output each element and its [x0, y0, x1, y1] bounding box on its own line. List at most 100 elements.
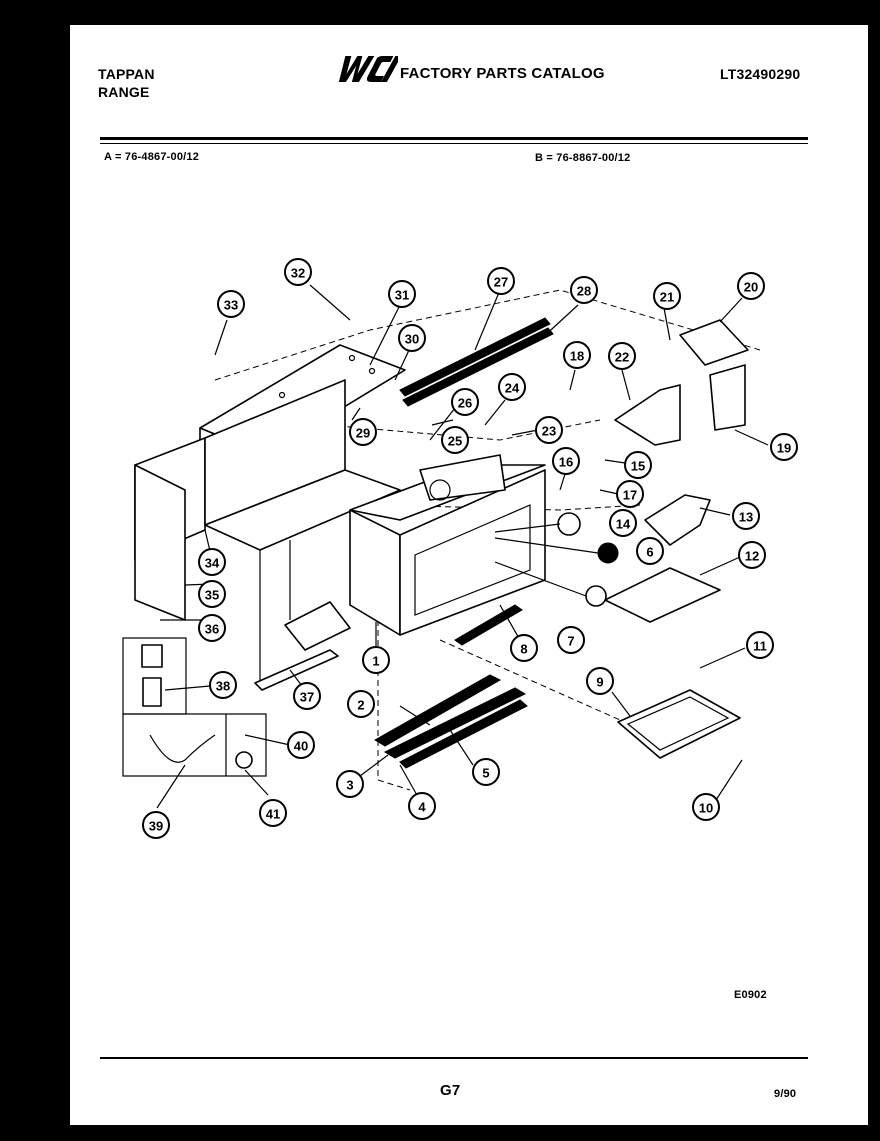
- callout-label: 3: [346, 778, 353, 793]
- callout-label: 21: [660, 290, 674, 305]
- callout-2: 2: [347, 690, 375, 718]
- exploded-parts-diagram: 1234567891011121314151617181920212223242…: [122, 258, 798, 839]
- callout-circle: [259, 799, 287, 827]
- callout-label: 19: [777, 441, 791, 456]
- callout-label: 14: [616, 517, 631, 532]
- callout-20: 20: [737, 272, 765, 300]
- callout-32: 32: [284, 258, 312, 286]
- part-oven-cavity: [349, 454, 546, 636]
- brand-name: TAPPAN: [98, 66, 155, 82]
- part-top-rails: [399, 317, 554, 407]
- page-number: G7: [440, 1082, 461, 1099]
- callout-15: 15: [624, 451, 652, 479]
- callout-label: 35: [205, 588, 219, 603]
- part-broiler-pan: [617, 689, 741, 759]
- callout-circle: [142, 811, 170, 839]
- callout-34: 34: [198, 548, 226, 576]
- callout-24: 24: [498, 373, 526, 401]
- callout-label: 40: [294, 739, 308, 754]
- callout-label: 20: [744, 280, 758, 295]
- callout-label: 24: [505, 381, 520, 396]
- callout-circle: [209, 671, 237, 699]
- callout-circle: [746, 631, 774, 659]
- callout-circle: [472, 758, 500, 786]
- callout-33: 33: [217, 290, 245, 318]
- callout-circle: [692, 793, 720, 821]
- catalog-title: FACTORY PARTS CATALOG: [400, 65, 605, 82]
- callout-circle: [737, 272, 765, 300]
- callout-label: 5: [482, 766, 489, 781]
- callout-circle: [293, 682, 321, 710]
- callout-label: 4: [418, 800, 426, 815]
- callout-14: 14: [609, 509, 637, 537]
- callout-37: 37: [293, 682, 321, 710]
- callout-1: 1: [362, 646, 390, 674]
- callout-36: 36: [198, 614, 226, 642]
- callout-circle: [552, 447, 580, 475]
- callout-circle: [362, 646, 390, 674]
- callout-label: 2: [357, 698, 364, 713]
- callout-circle: [198, 580, 226, 608]
- callout-circle: [388, 280, 416, 308]
- callout-39: 39: [142, 811, 170, 839]
- callout-6: 6: [636, 537, 664, 565]
- callout-circle: [336, 770, 364, 798]
- variant-a: A = 76-4867-00/12: [104, 151, 200, 163]
- callout-7: 7: [557, 626, 585, 654]
- callout-13: 13: [732, 502, 760, 530]
- callout-circle: [398, 324, 426, 352]
- callout-12: 12: [738, 541, 766, 569]
- callout-3: 3: [336, 770, 364, 798]
- callout-circle: [570, 276, 598, 304]
- callout-label: 16: [559, 455, 573, 470]
- part-elements: [494, 512, 619, 607]
- callout-label: 31: [395, 288, 409, 303]
- callout-circle: [441, 426, 469, 454]
- callout-circle: [624, 451, 652, 479]
- callout-label: 32: [291, 266, 305, 281]
- callout-circle: [732, 502, 760, 530]
- callout-23: 23: [535, 416, 563, 444]
- callout-label: 37: [300, 690, 314, 705]
- callout-label: 11: [753, 639, 767, 654]
- callout-9: 9: [586, 667, 614, 695]
- callout-label: 36: [205, 622, 219, 637]
- callout-29: 29: [349, 418, 377, 446]
- catalog-sheet: TAPPAN RANGE FACTORY PARTS CATALOG LT324…: [70, 25, 868, 1125]
- callout-label: 1: [372, 654, 379, 669]
- callout-8: 8: [510, 634, 538, 662]
- part-trim-rails: [374, 604, 528, 769]
- revision-date: 9/90: [774, 1088, 797, 1100]
- callout-label: 38: [216, 679, 230, 694]
- callout-label: 6: [646, 545, 653, 560]
- callout-label: 25: [448, 434, 462, 449]
- callout-label: 8: [520, 642, 527, 657]
- part-cabinet-body: [204, 379, 401, 680]
- callout-circle: [284, 258, 312, 286]
- callout-circle: [608, 342, 636, 370]
- callout-circle: [616, 480, 644, 508]
- header-rule-thin: [100, 143, 808, 144]
- callout-label: 22: [615, 350, 629, 365]
- model-number: LT32490290: [720, 66, 801, 82]
- callout-label: 39: [149, 819, 163, 834]
- callout-circle: [563, 341, 591, 369]
- callout-label: 34: [205, 556, 220, 571]
- callout-26: 26: [451, 388, 479, 416]
- callout-25: 25: [441, 426, 469, 454]
- callout-label: 15: [631, 459, 645, 474]
- callout-circle: [287, 731, 315, 759]
- callout-21: 21: [653, 282, 681, 310]
- callout-circle: [535, 416, 563, 444]
- callout-circle: [557, 626, 585, 654]
- product-type: RANGE: [98, 84, 150, 100]
- callout-41: 41: [259, 799, 287, 827]
- callout-label: 13: [739, 510, 753, 525]
- callout-22: 22: [608, 342, 636, 370]
- callout-27: 27: [487, 267, 515, 295]
- footer-rule: [100, 1057, 808, 1059]
- callout-circle: [653, 282, 681, 310]
- part-base-rails: [254, 601, 351, 691]
- callout-circle: [408, 792, 436, 820]
